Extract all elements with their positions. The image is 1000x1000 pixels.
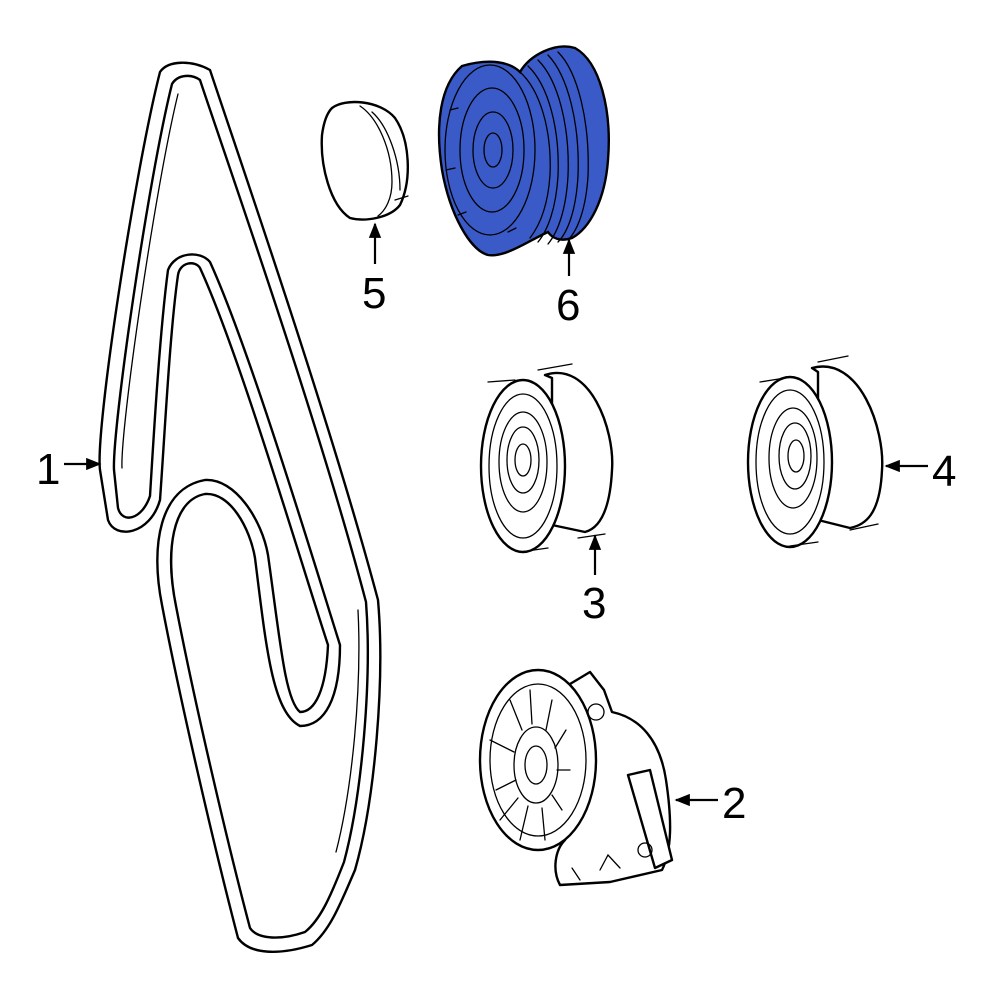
belt-tensioner[interactable] — [478, 668, 674, 887]
idler-pulley-3[interactable] — [479, 363, 614, 554]
idler-pulley-4[interactable] — [746, 355, 884, 549]
callout-number: 2 — [722, 779, 746, 828]
pulley-cap[interactable] — [320, 100, 409, 221]
callout-number: 4 — [932, 447, 956, 496]
callout-4: 4 — [884, 447, 956, 496]
callout-1: 1 — [36, 445, 102, 494]
callout-3: 3 — [582, 534, 606, 628]
callout-number: 6 — [556, 281, 580, 330]
callout-2: 2 — [674, 779, 746, 828]
callout-5: 5 — [362, 222, 386, 318]
callout-number: 5 — [362, 269, 386, 318]
highlighted-pulley[interactable] — [437, 45, 610, 257]
callout-number: 3 — [582, 579, 606, 628]
callout-number: 1 — [36, 445, 60, 494]
callout-6: 6 — [556, 238, 580, 330]
serpentine-belt[interactable] — [98, 61, 382, 953]
